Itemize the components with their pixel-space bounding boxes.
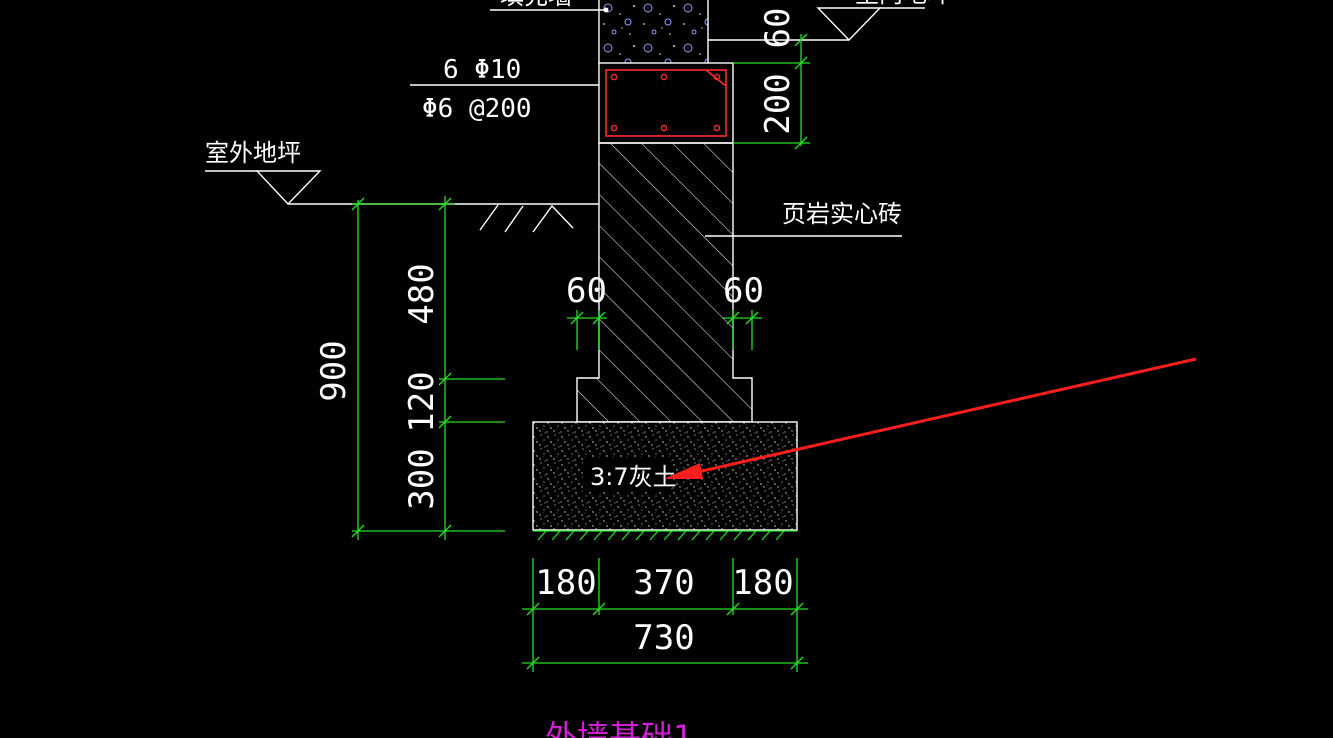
ring-beam [598,62,734,144]
subsoil-hatch [533,530,797,541]
dim-180-left: 180 [535,563,596,603]
outdoor-ground [288,203,599,233]
dim-180-right: 180 [732,563,793,603]
indoor-elevation-marker: 室内地坪 [708,0,951,42]
indoor-elevation-label: 室内地坪 [855,0,951,8]
rebar-stirrup-label: Φ6 @200 [422,94,532,124]
brick-label: 页岩实心砖 [782,200,902,228]
dim-60-top: 60 [758,8,798,49]
dim-120: 120 [402,371,442,432]
infill-wall-leader: 填充墙 [490,0,609,13]
infill-wall-label: 填充墙 [500,0,572,10]
lime-soil-footing [532,421,798,531]
dim-730: 730 [633,618,694,658]
vertical-dimensions [351,196,505,540]
annotation-arrow [664,357,1197,479]
dim-60-right: 60 [723,271,764,311]
dim-300: 300 [402,448,442,509]
dim-60-left: 60 [566,271,607,311]
infill-wall [598,0,709,63]
outdoor-elevation-marker: 室外地坪 [205,139,322,206]
dim-200: 200 [758,73,798,134]
brick-leader: 页岩实心砖 [705,200,902,237]
lime-soil-label: 3:7灰土 [590,463,677,491]
rebar-leader: 6 Φ10 Φ6 @200 [410,55,599,124]
dim-480: 480 [402,263,442,324]
beam-dimensions [733,33,810,150]
dim-370: 370 [633,563,694,603]
drawing-title: 外墙基础1 [545,718,693,738]
dim-900: 900 [314,340,354,401]
step-dimensions [567,310,762,350]
outdoor-ground-label: 室外地坪 [205,139,301,167]
horizontal-dimensions [522,558,808,672]
rebar-main-label: 6 Φ10 [443,55,521,85]
